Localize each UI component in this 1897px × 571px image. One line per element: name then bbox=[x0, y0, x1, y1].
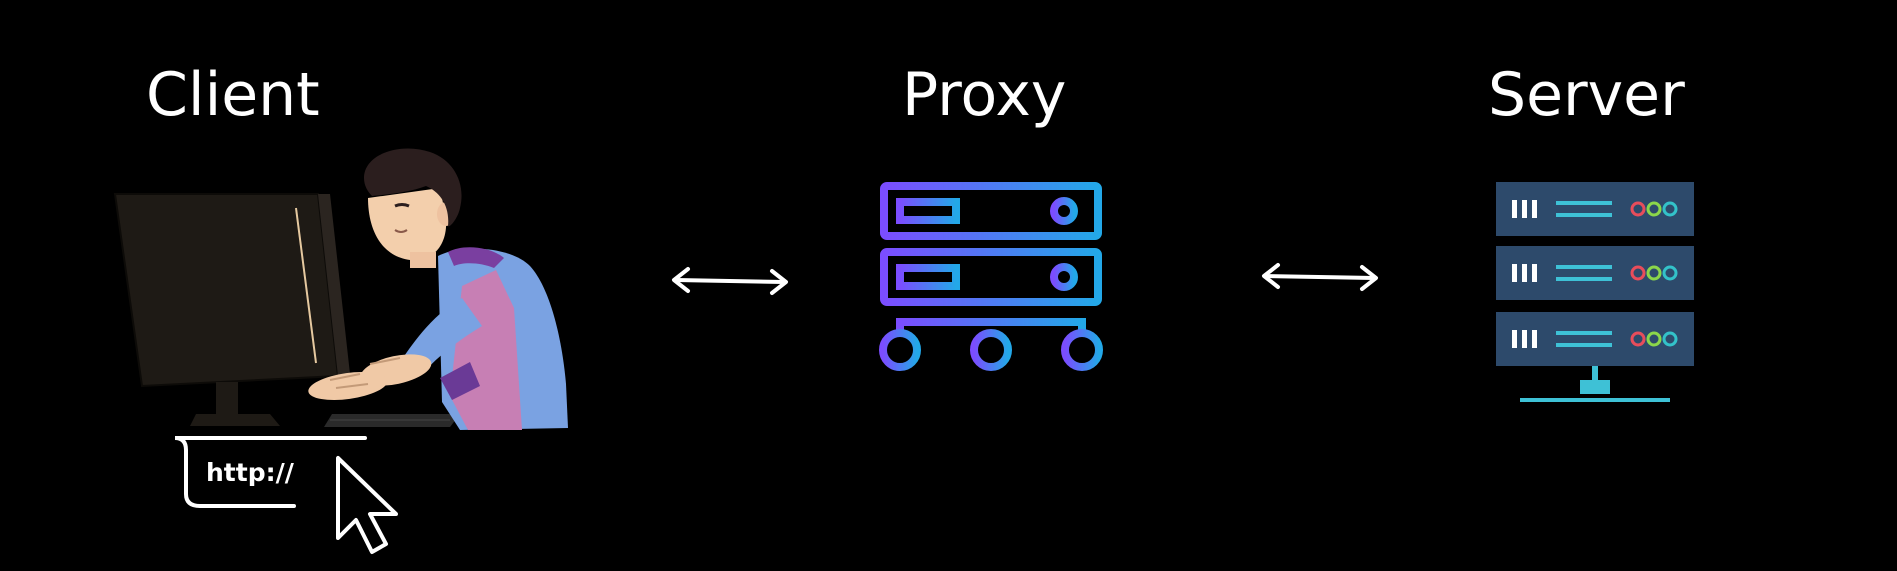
server-unit bbox=[1496, 246, 1694, 300]
server-stand bbox=[1520, 366, 1670, 402]
proxy-label: Proxy bbox=[902, 60, 1067, 130]
server-unit bbox=[1496, 312, 1694, 366]
proxy-server-icon bbox=[879, 182, 1103, 384]
server-label: Server bbox=[1488, 60, 1685, 130]
server-rack-icon bbox=[1496, 182, 1694, 402]
double-arrow-icon bbox=[1262, 263, 1378, 291]
keyboard-icon bbox=[324, 414, 460, 427]
url-text: http:// bbox=[206, 458, 295, 487]
client-label: Client bbox=[146, 60, 320, 130]
url-bar-icon: http:// bbox=[174, 436, 367, 508]
mouse-cursor-icon bbox=[336, 456, 398, 554]
server-unit bbox=[1496, 182, 1694, 236]
person-icon bbox=[308, 148, 568, 430]
client-illustration: http:// bbox=[113, 148, 568, 554]
double-arrow-icon bbox=[672, 267, 788, 295]
